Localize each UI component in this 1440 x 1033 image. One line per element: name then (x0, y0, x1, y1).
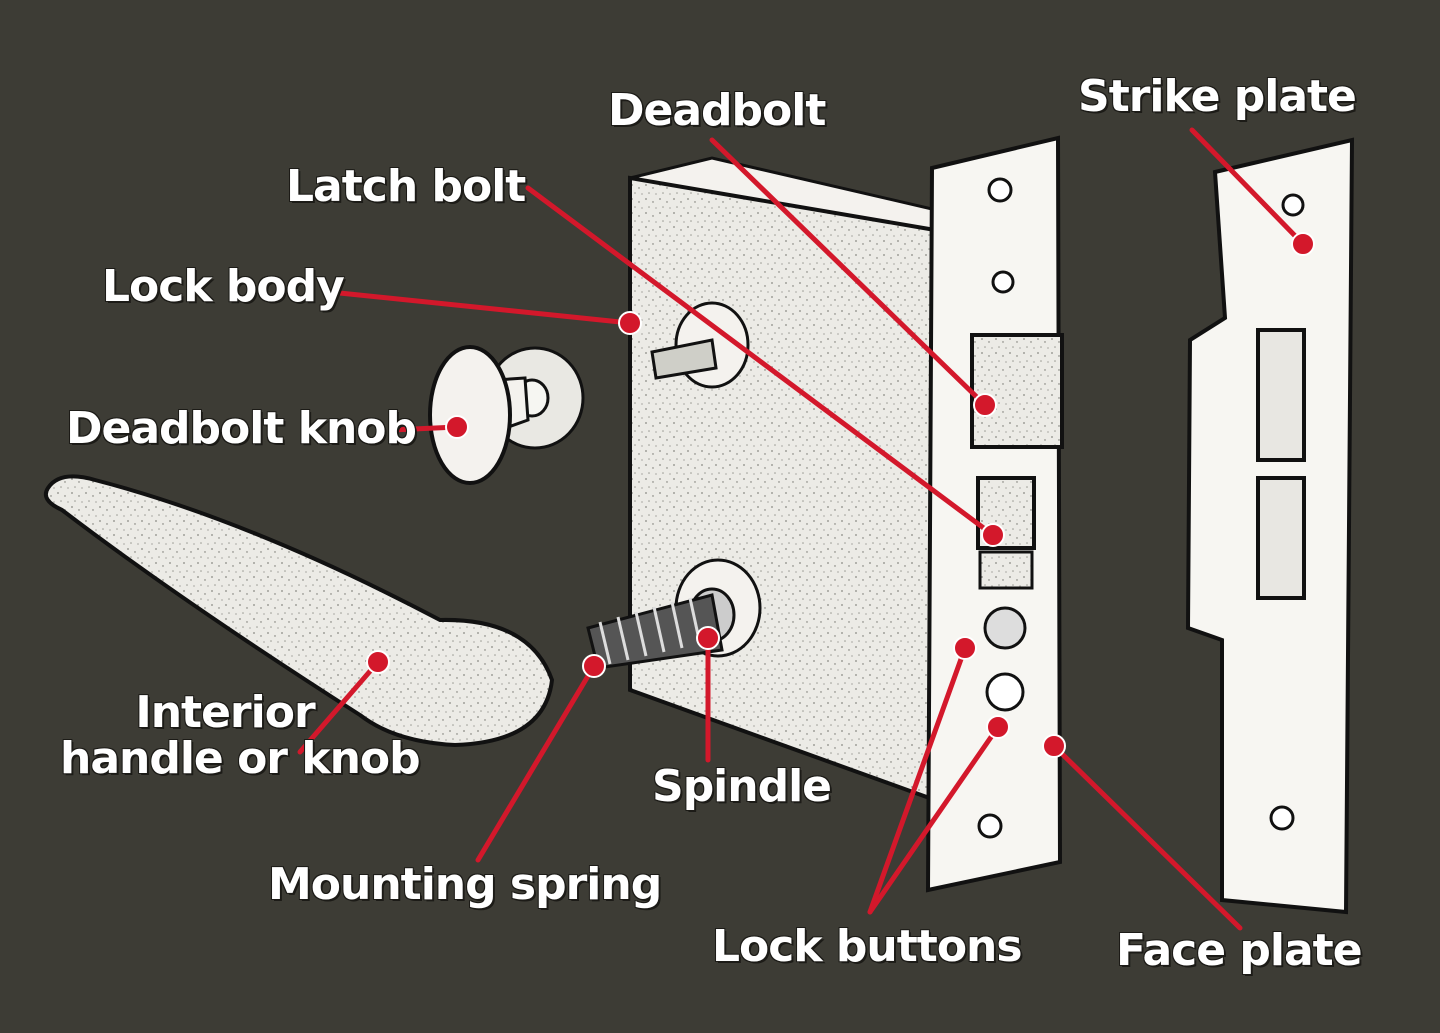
leader-lines (297, 127, 1306, 931)
deadbolt-dot (973, 393, 997, 417)
mounting-spring-dot (582, 654, 606, 678)
target-dots (366, 232, 1315, 758)
lock-button-bottom-leader (867, 724, 1001, 915)
lock-body-dot (618, 311, 642, 335)
lock-button-top-leader (867, 645, 968, 915)
label-spindle: Spindle (652, 761, 832, 812)
interior-handle-dot (366, 650, 390, 674)
latch-bolt-leader (525, 185, 996, 538)
label-deadbolt-knob: Deadbolt knob (66, 403, 417, 454)
lock-button-bottom-dot (986, 715, 1010, 739)
spindle-dot (696, 626, 720, 650)
lock-body-leader (327, 289, 633, 326)
label-interior-handle: Interior handle or knob (60, 687, 421, 785)
label-interior-handle-line1: Interior (135, 687, 315, 738)
label-lock-body: Lock body (102, 261, 345, 312)
label-deadbolt: Deadbolt (608, 85, 826, 136)
interior-handle-part (43, 474, 555, 748)
label-lock-buttons: Lock buttons (712, 921, 1023, 972)
strike-plate-part (1185, 137, 1355, 915)
interior-handle-leader (297, 659, 381, 755)
label-latch-bolt: Latch bolt (286, 161, 526, 212)
lock-button-top-dot (953, 636, 977, 660)
label-strike-plate: Strike plate (1078, 71, 1357, 122)
label-face-plate: Face plate (1116, 925, 1363, 976)
deadbolt-knob-part (428, 345, 585, 485)
label-interior-handle-line2: handle or knob (60, 733, 421, 785)
deadbolt-knob-dot (445, 415, 469, 439)
lock-body-part (628, 156, 948, 803)
label-mounting-spring: Mounting spring (268, 859, 662, 910)
latch-bolt-dot (981, 523, 1005, 547)
face-plate-part (925, 135, 1064, 893)
deadbolt-leader (709, 137, 988, 408)
face-plate-dot (1042, 734, 1066, 758)
face-plate-leader (1051, 743, 1243, 931)
strike-plate-dot (1291, 232, 1315, 256)
mounting-spring-leader (475, 663, 597, 863)
strike-plate-leader (1189, 127, 1306, 247)
